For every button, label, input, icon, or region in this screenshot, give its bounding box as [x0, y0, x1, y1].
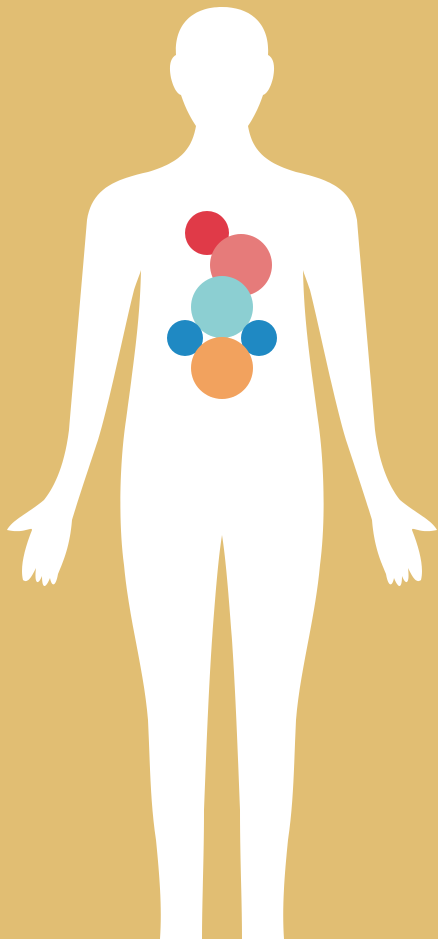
marker-orange: [191, 337, 253, 399]
